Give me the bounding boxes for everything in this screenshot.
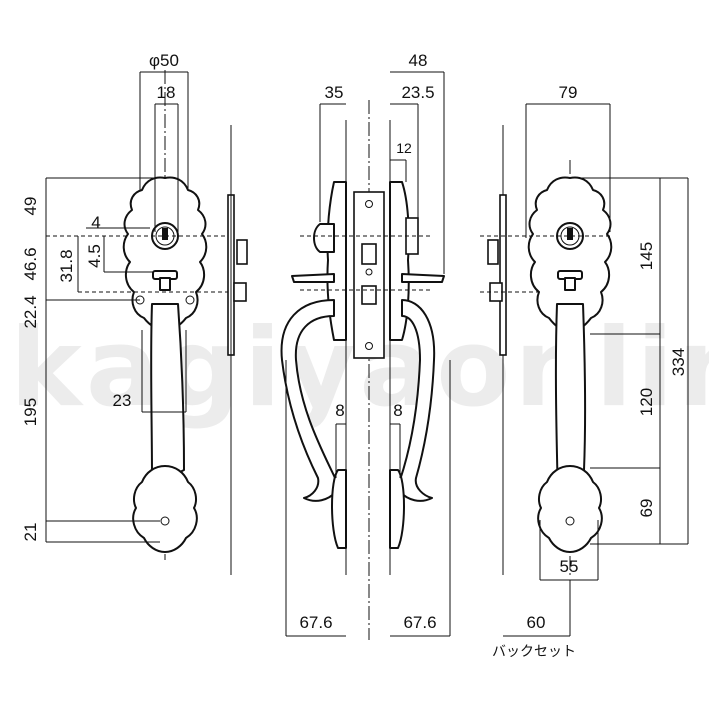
mid-out-bottom	[331, 469, 347, 549]
mid-screw-top	[365, 200, 373, 208]
dim-12: 12	[396, 140, 412, 156]
dim-8-left: 8	[335, 401, 344, 420]
dim-69: 69	[637, 499, 656, 518]
left-front-view: φ50 18 49 46.6 22.4 195 21 31.8 4.5 4 23	[21, 51, 248, 575]
mid-cylinder-boss	[313, 223, 335, 253]
dim-4-5: 4.5	[85, 244, 104, 268]
left-thumb-stem	[159, 277, 171, 291]
right-latch-box	[487, 239, 499, 265]
right-door-plate	[499, 194, 507, 356]
dim-phi50: φ50	[149, 51, 179, 70]
left-bottom-rosette	[132, 465, 198, 553]
mid-in-lever	[401, 273, 445, 283]
dim-48: 48	[409, 51, 428, 70]
mid-out-grip	[280, 299, 337, 502]
dim-60: 60	[527, 613, 546, 632]
dim-21: 21	[21, 523, 40, 542]
backset-caption: バックセット	[492, 644, 576, 660]
dim-23-5: 23.5	[401, 83, 434, 102]
left-latch-box	[236, 239, 248, 265]
right-thumb-stem	[564, 277, 576, 291]
right-turn-slot	[567, 228, 573, 240]
left-handle-grip	[150, 303, 185, 479]
dim-8-right: 8	[393, 401, 402, 420]
dim-4: 4	[91, 213, 100, 232]
dim-79: 79	[559, 83, 578, 102]
mid-screw-bottom	[365, 342, 373, 350]
left-screw-2	[185, 295, 195, 305]
left-bottom-screw	[160, 516, 170, 526]
dim-18: 18	[157, 83, 176, 102]
dim-67-6-right: 67.6	[403, 613, 436, 632]
dim-49: 49	[21, 197, 40, 216]
mid-out-lever	[291, 273, 335, 283]
dim-31-8: 31.8	[57, 249, 76, 282]
right-bottom-screw	[565, 516, 575, 526]
dim-55: 55	[560, 557, 579, 576]
mid-in-grip	[399, 299, 436, 502]
mid-spindle	[365, 268, 373, 276]
dim-145: 145	[637, 242, 656, 270]
left-keyway	[162, 228, 168, 240]
mid-in-bottom	[389, 469, 405, 549]
middle-side-view: 35 48 23.5 12 8 8 67.6 67.6	[280, 51, 451, 640]
mid-latch	[361, 243, 377, 265]
dim-120: 120	[637, 388, 656, 416]
dim-67-6-left: 67.6	[299, 613, 332, 632]
left-strike-box	[233, 282, 247, 302]
dim-22-4: 22.4	[21, 295, 40, 328]
dim-35: 35	[325, 83, 344, 102]
dim-46-6: 46.6	[21, 247, 40, 280]
right-bottom-rosette	[537, 465, 603, 553]
dim-23: 23	[113, 391, 132, 410]
right-inside-view: 79 145 120 69 334 55 60 バックセット	[480, 83, 689, 660]
dim-334: 334	[669, 348, 688, 376]
dim-195: 195	[21, 398, 40, 426]
mid-deadbolt	[361, 285, 377, 305]
